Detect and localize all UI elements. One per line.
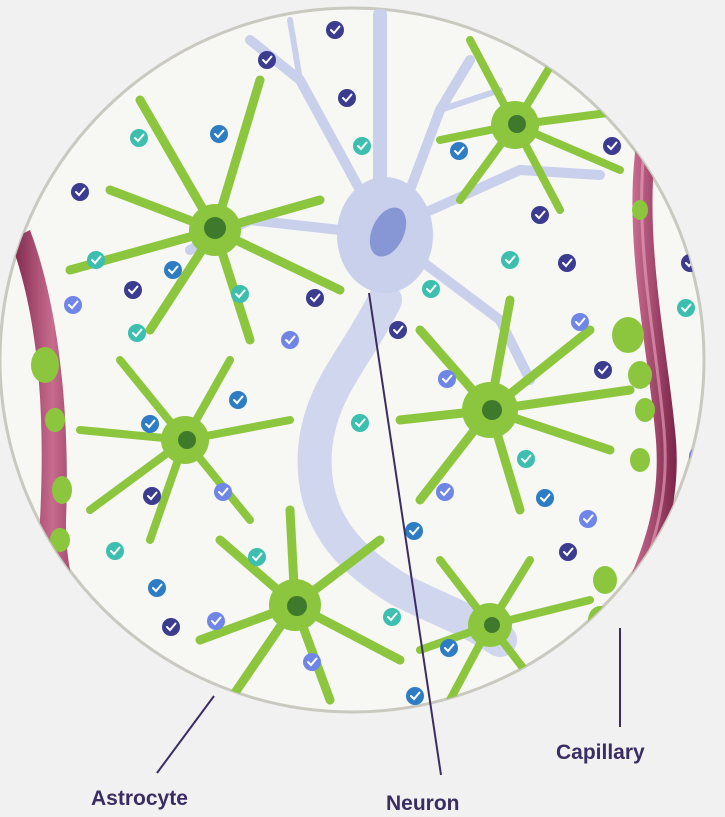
checkmark-badge-icon [579,510,597,528]
checkmark-badge-icon [164,261,182,279]
checkmark-badge-icon [148,579,166,597]
neuron-label: Neuron [386,792,460,816]
checkmark-badge-icon [405,522,423,540]
checkmark-badge-icon [207,612,225,630]
checkmark-badge-icon [383,608,401,626]
checkmark-badge-icon [326,21,344,39]
checkmark-badge-icon [130,129,148,147]
checkmark-badge-icon [450,142,468,160]
checkmark-badge-icon [536,489,554,507]
checkmark-badge-icon [351,414,369,432]
checkmark-badge-icon [501,251,519,269]
checkmark-badge-icon [71,183,89,201]
checkmark-badge-icon [406,687,424,705]
checkmark-badge-icon [124,281,142,299]
checkmark-badge-icon [214,483,232,501]
checkmark-badge-icon [438,370,456,388]
checkmark-badge-icon [436,483,454,501]
checkmark-badge-icon [143,487,161,505]
checkmark-badge-icon [338,89,356,107]
checkmark-badge-icon [422,280,440,298]
checkmark-badge-icon [281,331,299,349]
checkmark-badge-icon [353,137,371,155]
checkmark-badge-icon [231,285,249,303]
checkmark-badge-icon [229,391,247,409]
checkmark-badge-icon [389,321,407,339]
checkmark-badge-icon [440,639,458,657]
checkmark-badge-icon [303,653,321,671]
checkmark-badge-icon [128,324,146,342]
astrocyte-label: Astrocyte [91,787,188,811]
checkmark-badge-icon [141,415,159,433]
checkmark-badge-icon [210,125,228,143]
checkmark-badge-icon [306,289,324,307]
checkmark-badge-icon [594,361,612,379]
checkmark-badge-icon [162,618,180,636]
checkmark-badge-icon [558,254,576,272]
checkmark-badge-icon [531,206,549,224]
checkmark-badge-icon [258,51,276,69]
astrocyte-leader-line [157,696,214,773]
checkmark-badge-icon [677,299,695,317]
checkmark-badge-icon [87,251,105,269]
checkmark-badge-icon [248,548,266,566]
checkmark-badge-icon [517,450,535,468]
checkmark-badge-icon [603,137,621,155]
checkmark-badge-icon [559,543,577,561]
capillary-label: Capillary [556,741,645,765]
checkmark-badge-icon [64,296,82,314]
checkmark-badge-icon [106,542,124,560]
checkmark-badge-icon [571,313,589,331]
